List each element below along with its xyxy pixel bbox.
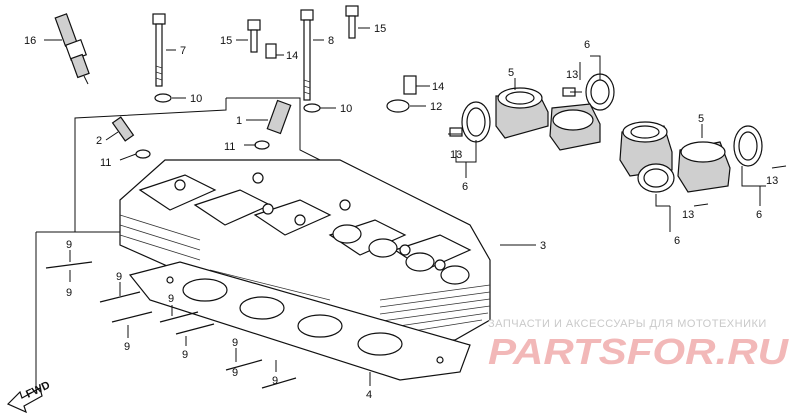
- o-ring-11-right: [254, 140, 270, 150]
- watermark-logo-text: PARTSFOR.RU: [488, 332, 789, 372]
- watermark-caption: ЗАПЧАСТИ И АКСЕССУАРЫ ДЛЯ МОТОТЕХНИКИ: [488, 318, 767, 330]
- callout-8: 8: [328, 35, 334, 47]
- head-bolt-long-right: [300, 9, 314, 101]
- callout-13-bottom: 13: [682, 209, 694, 221]
- intake-clamp-2: [562, 73, 615, 111]
- callout-9-3: 9: [116, 271, 122, 283]
- callout-7: 7: [180, 45, 186, 57]
- clamp-screws: [448, 91, 787, 207]
- callout-10-left: 10: [190, 93, 202, 105]
- callout-5-right: 5: [698, 113, 704, 125]
- callout-6-top: 6: [584, 39, 590, 51]
- intake-boot-1: [495, 87, 549, 139]
- callout-2: 2: [96, 135, 102, 147]
- callout-11-left: 11: [100, 157, 111, 169]
- fitting-2: [111, 116, 135, 142]
- o-ring-12: [386, 99, 410, 113]
- callout-15-right: 15: [374, 23, 386, 35]
- bolt-15-right: [345, 5, 359, 39]
- callout-13-right: 13: [766, 175, 778, 187]
- leader-lines: [44, 27, 766, 386]
- intake-boot-3: [619, 121, 673, 177]
- callout-3: 3: [540, 240, 546, 252]
- stud-bolts: [45, 261, 297, 389]
- callout-labels: 16 7 15 14 8 15 10 10 14 12 1 2 11 11 3 …: [24, 23, 778, 401]
- callout-6-left: 6: [462, 181, 468, 193]
- callout-9-9: 9: [272, 375, 278, 387]
- callout-9-4: 9: [124, 341, 130, 353]
- callout-15-left: 15: [220, 35, 232, 47]
- washer-left: [154, 93, 172, 103]
- intake-clamp-3: [637, 163, 675, 193]
- spark-plug: [54, 13, 90, 85]
- callout-6-bottom: 6: [674, 235, 680, 247]
- cylinder-head: [119, 159, 491, 341]
- callout-12: 12: [430, 101, 442, 113]
- callout-16: 16: [24, 35, 36, 47]
- bolt-15-left: [247, 19, 261, 53]
- callout-14-upper: 14: [286, 50, 298, 62]
- fitting-1: [266, 99, 292, 135]
- o-ring-11-left: [135, 149, 151, 159]
- dowel-pin-lower: [403, 75, 417, 95]
- intake-clamp-4: [733, 125, 763, 167]
- callout-9-7: 9: [232, 337, 238, 349]
- dowel-pin-upper: [265, 43, 277, 59]
- intake-clamp-1: [449, 101, 491, 143]
- callout-9-2: 9: [66, 287, 72, 299]
- head-gasket: [128, 261, 471, 381]
- callout-1: 1: [236, 115, 242, 127]
- callout-6-right: 6: [756, 209, 762, 221]
- intake-boot-4: [677, 141, 731, 193]
- callout-5-left: 5: [508, 67, 514, 79]
- callout-14-lower: 14: [432, 81, 444, 93]
- callout-4: 4: [366, 389, 372, 401]
- intake-boot-2: [549, 103, 601, 151]
- watermark-logo: PARTSFOR.RU: [488, 332, 789, 372]
- head-assembly-bracket: [35, 97, 536, 392]
- callout-9-8: 9: [232, 367, 238, 379]
- callout-9-5: 9: [168, 293, 174, 305]
- head-bolt-long-left: [152, 13, 166, 87]
- washer-right: [303, 103, 321, 113]
- callout-9-6: 9: [182, 349, 188, 361]
- callout-10-right: 10: [340, 103, 352, 115]
- callout-13-top: 13: [566, 69, 578, 81]
- forward-arrow-indicator: FWD: [6, 379, 52, 414]
- callout-9-1: 9: [66, 239, 72, 251]
- callout-11-right: 11: [224, 141, 235, 153]
- callout-13-left: 13: [450, 149, 462, 161]
